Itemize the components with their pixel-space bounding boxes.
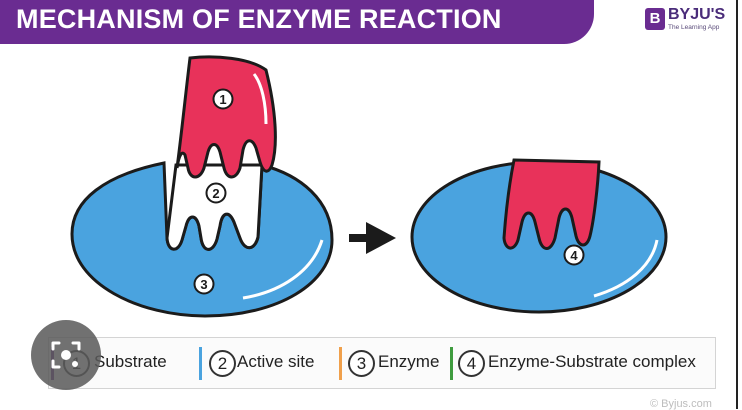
legend-number: 4 — [458, 350, 485, 377]
legend-label: Substrate — [94, 352, 167, 371]
title-banner: MECHANISM OF ENZYME REACTION — [0, 0, 594, 44]
brand-tagline: The Learning App — [668, 24, 720, 31]
enzyme-left — [70, 161, 334, 318]
watermark: © Byjus.com — [650, 398, 712, 410]
legend-label: Enzyme-Substrate complex — [488, 352, 696, 371]
image-search-button[interactable] — [31, 320, 101, 390]
page-title: MECHANISM OF ENZYME REACTION — [16, 4, 502, 34]
legend-color-bar — [199, 347, 202, 380]
marker-substrate: 1 — [212, 88, 234, 110]
legend-color-bar — [450, 347, 453, 380]
substrate-shape — [175, 55, 277, 179]
active-site-pocket — [165, 163, 264, 251]
marker-complex-label: 4 — [570, 248, 578, 263]
marker-active-site: 2 — [205, 182, 227, 204]
marker-substrate-label: 1 — [219, 92, 226, 107]
right-arrow-icon — [349, 222, 396, 254]
marker-enzyme: 3 — [193, 273, 215, 295]
substrate — [175, 55, 277, 179]
enzyme-substrate-complex — [410, 158, 668, 314]
brand-logo-mark: B — [645, 8, 665, 30]
complex-highlight — [593, 239, 659, 298]
legend-number: 3 — [348, 350, 375, 377]
right-edge-rule — [736, 0, 738, 409]
legend-number: 2 — [209, 350, 236, 377]
legend-color-bar — [339, 347, 342, 380]
marker-enzyme-label: 3 — [200, 277, 207, 292]
substrate-highlight — [252, 73, 268, 125]
complex-substrate-shape — [502, 158, 601, 250]
legend: 1 Substrate 2 Active site 3 Enzyme 4 Enz… — [48, 337, 716, 389]
brand-name: BYJU'S — [668, 6, 726, 23]
legend-label: Enzyme — [378, 352, 440, 371]
brand-logo[interactable]: B BYJU'S The Learning App — [645, 6, 737, 36]
marker-complex: 4 — [563, 244, 585, 266]
enzyme-highlight-left — [242, 239, 324, 300]
legend-label: Active site — [237, 352, 315, 371]
marker-active-site-label: 2 — [212, 186, 219, 201]
image-search-icon — [51, 341, 81, 369]
